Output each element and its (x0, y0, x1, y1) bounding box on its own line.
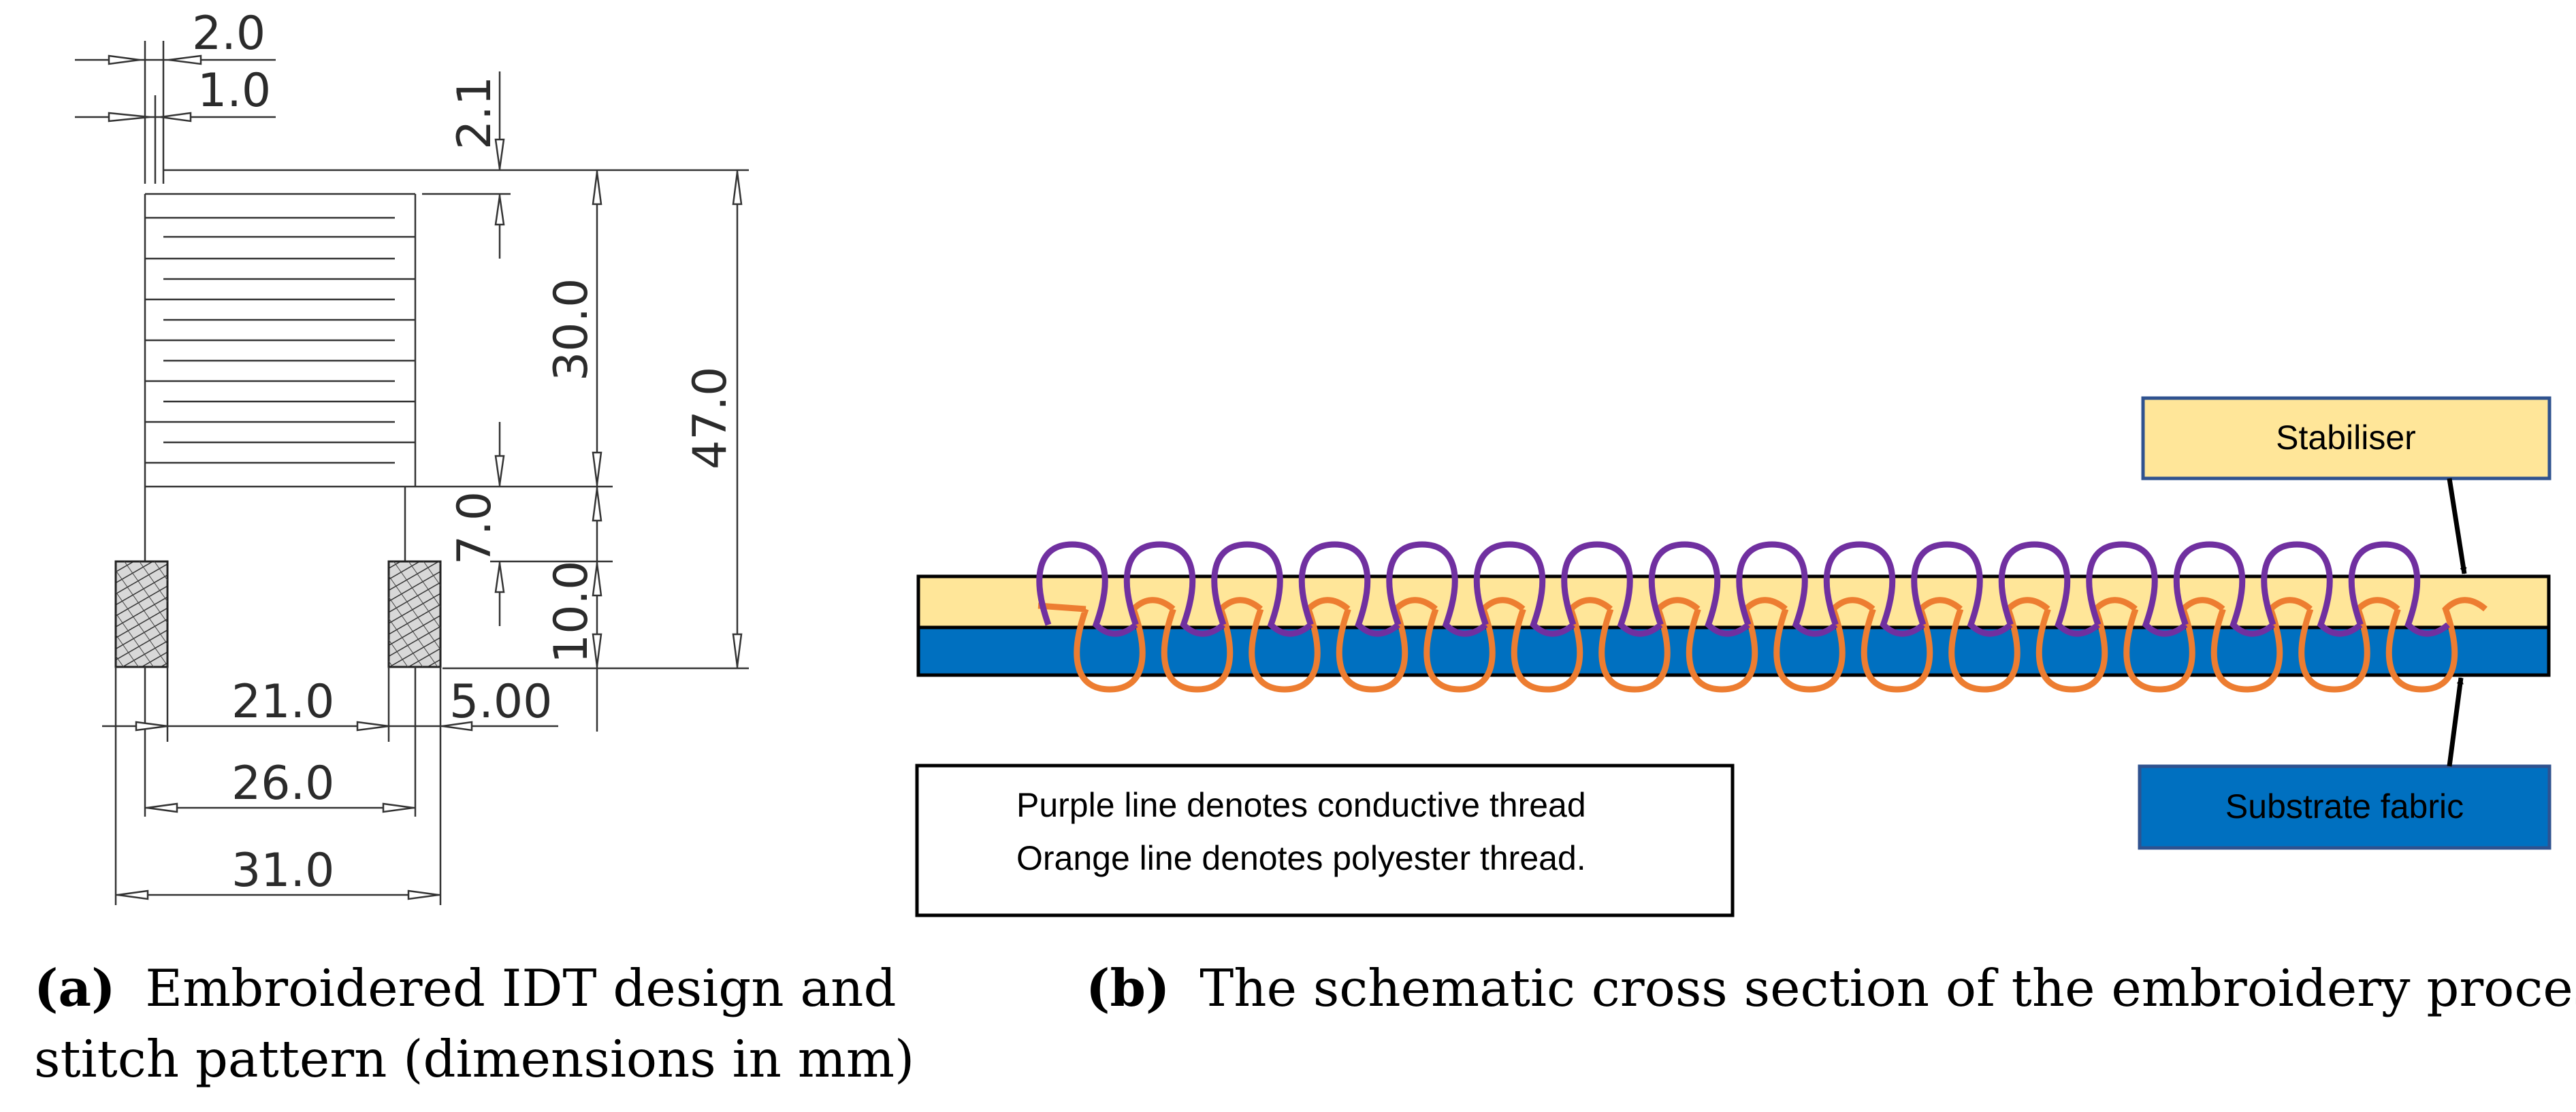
dim-10-0: 10.0 (545, 561, 598, 664)
dim-5-00: 5.00 (449, 675, 552, 729)
dimension-labels: 2.0 1.0 2.1 30.0 47.0 7.0 10.0 21.0 5.00… (192, 7, 737, 898)
dim-47-0: 47.0 (683, 367, 737, 470)
dim-26-0: 26.0 (231, 757, 334, 811)
thread-stitches (1036, 541, 2488, 693)
idt-design-drawing (75, 41, 749, 905)
dim-31-0: 31.0 (231, 844, 334, 898)
dim-1-0: 1.0 (197, 64, 271, 118)
caption-b: (b) The schematic cross section of the e… (1086, 958, 2576, 1018)
stabiliser-label: Stabiliser (2276, 419, 2416, 457)
caption-a-tag: (a) (34, 958, 116, 1018)
dim-21-0: 21.0 (231, 675, 334, 729)
conductive-thread (1036, 541, 2450, 637)
dim-7-0: 7.0 (448, 491, 502, 565)
caption-b-text: The schematic cross section of the embro… (1200, 958, 2576, 1018)
legend-line-conductive: Purple line denotes conductive thread (1016, 786, 1586, 824)
idt-electrode-body (144, 169, 749, 561)
caption-a-text: Embroidered IDT design and (145, 958, 896, 1018)
caption-a-line2: stitch pattern (dimensions in mm) (34, 1029, 914, 1089)
substrate-arrow (2447, 677, 2464, 767)
dim-2-0: 2.0 (192, 7, 265, 61)
legend-line-polyester: Orange line denotes polyester thread. (1016, 839, 1586, 877)
stabiliser-label-box (2141, 396, 2551, 480)
caption-b-tag: (b) (1086, 958, 1170, 1018)
caption-a-line1: (a) Embroidered IDT design and (34, 958, 896, 1018)
embroidery-cross-section: Stabiliser Substrate fabric Purple line … (915, 396, 2551, 917)
substrate-label-box (2138, 764, 2551, 850)
dim-30-0: 30.0 (545, 278, 598, 381)
substrate-label: Substrate fabric (2225, 787, 2464, 825)
polyester-thread (1037, 597, 2488, 693)
dim-2-1: 2.1 (448, 76, 502, 150)
legend-box (915, 764, 1735, 917)
stabiliser-arrow (2447, 478, 2467, 574)
